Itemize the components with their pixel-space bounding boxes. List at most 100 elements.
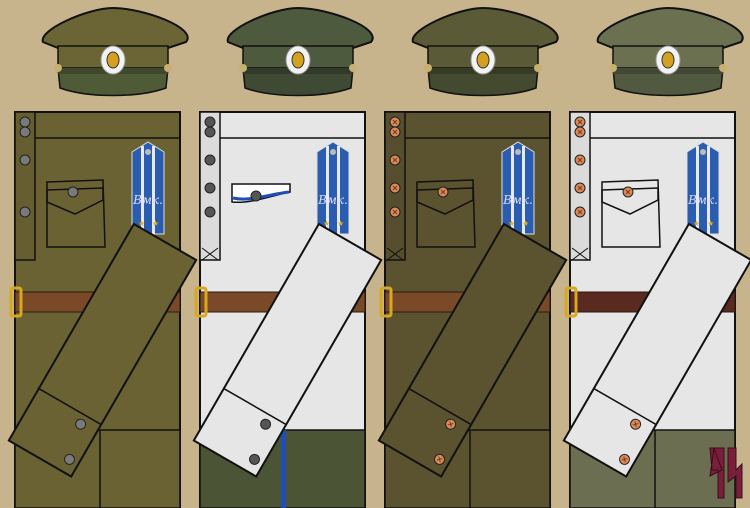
button-cross xyxy=(577,209,583,215)
shoulder-board: Вмк. ★ ★ xyxy=(686,141,720,235)
cuff-line xyxy=(593,387,657,426)
button-icon xyxy=(260,418,272,430)
button-cross xyxy=(392,157,398,163)
button-icon xyxy=(67,186,79,198)
placket-cross xyxy=(571,247,589,261)
shoulder-board: Вмк. ★ ★ xyxy=(501,141,535,235)
pocket-flap xyxy=(601,187,659,215)
cap-button xyxy=(609,64,617,72)
shoulder-stripe xyxy=(707,146,710,234)
star-icon: ★ xyxy=(337,219,344,228)
cap-button xyxy=(54,64,62,72)
sleeve-body xyxy=(7,222,198,478)
button-cross xyxy=(440,189,446,195)
shoulder-board-base xyxy=(131,141,165,235)
button-cross xyxy=(392,119,398,125)
star-icon: ★ xyxy=(152,219,159,228)
button-icon xyxy=(249,453,261,465)
shoulder-board-monogram: Вмк. xyxy=(687,193,718,207)
shoulder-stripe xyxy=(141,146,144,234)
button-cross xyxy=(621,456,628,463)
shoulder-board-base xyxy=(316,141,350,235)
cuff-line xyxy=(408,387,472,426)
cuff-line xyxy=(38,387,102,426)
cockade-center xyxy=(661,51,675,69)
button-cross xyxy=(577,157,583,163)
shoulder-board-monogram: Вмк. xyxy=(317,193,348,207)
shoulder-board-base xyxy=(501,141,535,235)
star-icon: ★ xyxy=(138,219,145,228)
cap-button xyxy=(349,64,357,72)
button-cross xyxy=(392,185,398,191)
trouser-stripe xyxy=(281,430,286,508)
peaked-cap xyxy=(411,6,559,97)
star-icon: ★ xyxy=(508,219,515,228)
star-icon: ★ xyxy=(707,219,714,228)
shoulder-stripe xyxy=(152,146,155,234)
cap-visor xyxy=(427,67,539,97)
cap-crown xyxy=(411,6,559,49)
placket xyxy=(14,111,36,261)
button-icon xyxy=(204,116,216,128)
button-cross xyxy=(577,119,583,125)
chest-pocket xyxy=(601,179,661,248)
chest-pocket xyxy=(416,179,476,248)
placket-cross xyxy=(386,247,404,261)
cockade-center xyxy=(106,51,120,69)
button-cross xyxy=(447,421,454,428)
placket-cross xyxy=(201,247,219,261)
sleeve xyxy=(377,222,568,478)
shoulder-stripe xyxy=(337,146,340,234)
shoulder-board-monogram: Вмк. xyxy=(132,193,163,207)
belt-buckle xyxy=(564,286,578,318)
belt-buckle xyxy=(9,286,23,318)
button-icon xyxy=(19,154,31,166)
button-cross xyxy=(436,456,443,463)
sleeve-body xyxy=(192,222,383,478)
sleeve-body xyxy=(562,222,750,478)
logo xyxy=(709,447,743,499)
shoulder-stripe xyxy=(522,146,525,234)
shoulder-stripe xyxy=(511,146,514,234)
uniform-panel-2: Вмк. ★ ★ xyxy=(192,111,383,508)
shoulder-button xyxy=(145,149,151,155)
uniform-panel-3: Вмк. ★ ★ xyxy=(377,111,568,508)
button-cross xyxy=(577,185,583,191)
cap-visor xyxy=(242,67,354,97)
peaked-cap xyxy=(596,6,744,97)
shoulder-board-base xyxy=(686,141,720,235)
star-icon: ★ xyxy=(693,219,700,228)
shoulder-button xyxy=(700,149,706,155)
cap-crown xyxy=(226,6,374,49)
belt-buckle xyxy=(194,286,208,318)
shoulder-button xyxy=(515,149,521,155)
shoulder-button xyxy=(330,149,336,155)
button-icon xyxy=(19,116,31,128)
sleeve xyxy=(192,222,383,478)
cap-button xyxy=(534,64,542,72)
chest-pocket xyxy=(46,179,106,248)
button-cross xyxy=(392,129,398,135)
pocket-flap xyxy=(416,187,474,215)
button-icon xyxy=(204,182,216,194)
shoulder-board-monogram: Вмк. xyxy=(502,193,533,207)
star-icon: ★ xyxy=(323,219,330,228)
cap-visor xyxy=(57,67,169,97)
belt-buckle xyxy=(379,286,393,318)
star-icon: ★ xyxy=(522,219,529,228)
shoulder-board: Вмк. ★ ★ xyxy=(316,141,350,235)
cap-visor xyxy=(612,67,724,97)
button-icon xyxy=(204,154,216,166)
button-icon xyxy=(19,206,31,218)
shoulder-board: Вмк. ★ ★ xyxy=(131,141,165,235)
cap-button xyxy=(719,64,727,72)
button-cross xyxy=(392,209,398,215)
peaked-cap xyxy=(226,6,374,97)
sleeve xyxy=(562,222,750,478)
sleeve-body xyxy=(377,222,568,478)
shoulder-stripe xyxy=(326,146,329,234)
button-icon xyxy=(204,126,216,138)
peaked-cap xyxy=(41,6,189,97)
shoulder-stripe xyxy=(696,146,699,234)
